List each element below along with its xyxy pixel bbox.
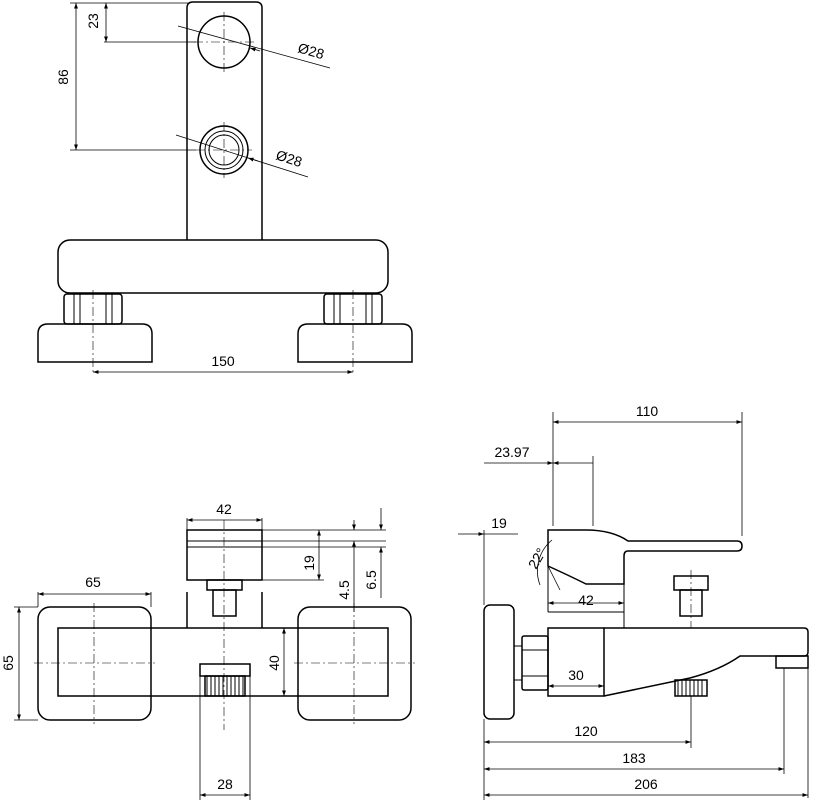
top-view: 23 86 Ø28 Ø28 150	[37, 1, 413, 374]
side-view: 110 23.97 19 22° 42 30 120 183 20	[458, 403, 809, 800]
dim-65-vertical-label: 65	[0, 655, 16, 671]
dia-lower-label: Ø28	[274, 147, 304, 170]
right-flange-front	[297, 606, 412, 721]
dim-150-label: 150	[211, 353, 235, 369]
spindle-cap-front	[206, 579, 243, 591]
connector-nut-side	[521, 635, 549, 691]
dim-183-label: 183	[622, 750, 646, 766]
right-flange-top	[297, 323, 413, 363]
wall-flange-side	[483, 604, 515, 720]
dia-upper-label: Ø28	[296, 40, 326, 63]
dim-19-side-label: 19	[491, 515, 507, 531]
dim-19-front-label: 19	[301, 555, 317, 571]
spout-side	[603, 627, 809, 697]
left-flange-top	[37, 323, 153, 363]
dim-42-front-label: 42	[216, 501, 232, 517]
dim-4-5-label: 4.5	[336, 580, 352, 600]
dim-22-deg-label: 22°	[525, 545, 549, 571]
left-flange-front	[37, 606, 152, 721]
dim-42-side-label: 42	[578, 592, 594, 608]
thread-side	[674, 679, 708, 697]
handle-block-front	[186, 529, 263, 581]
dim-86-label: 86	[55, 69, 71, 85]
dim-110-label: 110	[636, 403, 659, 419]
dim-120-label: 120	[574, 723, 598, 739]
dim-28-label: 28	[217, 776, 233, 792]
front-view: 42 19 4.5 6.5 65 65 40 28	[0, 501, 415, 800]
outlet-nut-front	[199, 663, 251, 677]
thread-front	[204, 675, 246, 697]
mounting-plate	[186, 1, 263, 240]
handle-lever-side	[547, 529, 743, 585]
dim-40-label: 40	[266, 655, 282, 671]
dim-30-label: 30	[568, 667, 584, 683]
dim-23-97-label: 23.97	[494, 444, 529, 460]
valve-body-side	[547, 627, 605, 697]
dim-206-label: 206	[634, 776, 658, 792]
dim-23-label: 23	[85, 13, 101, 29]
mixer-body-top	[57, 239, 389, 294]
dim-6-5-label: 6.5	[363, 570, 379, 590]
spout-aerator-side	[775, 655, 809, 669]
spindle-front	[212, 589, 237, 617]
dim-65-horizontal-label: 65	[85, 574, 101, 590]
